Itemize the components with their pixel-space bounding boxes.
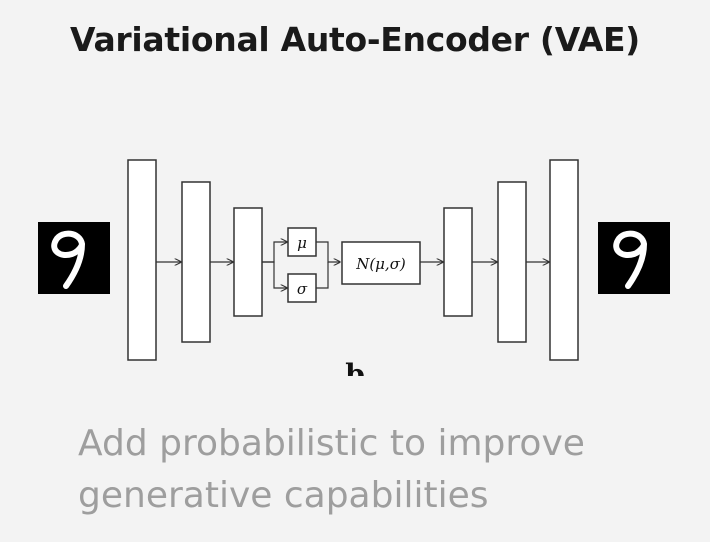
arrow-to-mu [262,242,287,263]
arrow-sigma-to-sampler [316,262,329,289]
decoder-layer-2 [497,181,527,343]
decoder-layer-3 [549,159,579,361]
sigma-box: σ [287,273,317,303]
sampler-box: N(μ,σ) [341,241,421,285]
mu-label: μ [297,234,307,252]
partial-figure-label: b [345,358,365,380]
arrow-to-sigma [262,261,287,288]
caption-line-2: generative capabilities [78,475,489,516]
encoder-layer-1 [127,159,157,361]
slide-caption: Add probabilistic to improve generative … [78,418,698,522]
input-digit-image [38,222,110,294]
output-digit-image [598,222,670,294]
decoder-layer-1 [443,207,473,317]
vae-diagram: μ σ N(μ,σ) b [0,140,710,380]
partial-b-label: b [345,358,365,380]
arrow-mu-to-sampler [316,241,340,262]
mu-box: μ [287,227,317,257]
encoder-layer-2 [181,181,211,343]
slide-title: Variational Auto-Encoder (VAE) [70,20,640,59]
sampler-label: N(μ,σ) [355,255,406,273]
encoder-layer-3 [233,207,263,317]
caption-line-1: Add probabilistic to improve [78,423,585,464]
vae-architecture-svg: μ σ N(μ,σ) b [38,159,670,380]
sigma-label: σ [297,280,308,298]
